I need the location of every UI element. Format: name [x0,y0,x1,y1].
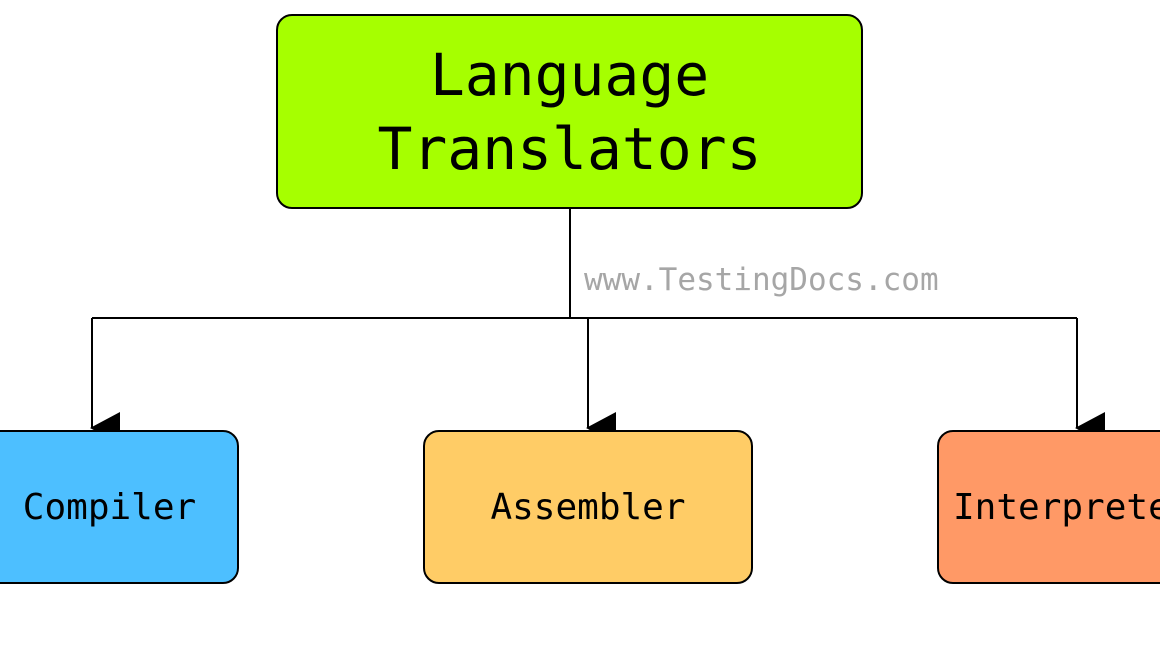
node-label: Interpreter [953,486,1160,528]
node-label: Assembler [490,486,686,528]
node-assembler: Assembler [423,430,753,584]
node-interpreter: Interpreter [937,430,1160,584]
watermark-text: www.TestingDocs.com [584,262,939,298]
node-label: Language Translators [377,40,762,183]
node-compiler: Compiler [0,430,239,584]
node-label: Compiler [22,486,197,528]
node-language-translators: Language Translators [276,14,863,209]
